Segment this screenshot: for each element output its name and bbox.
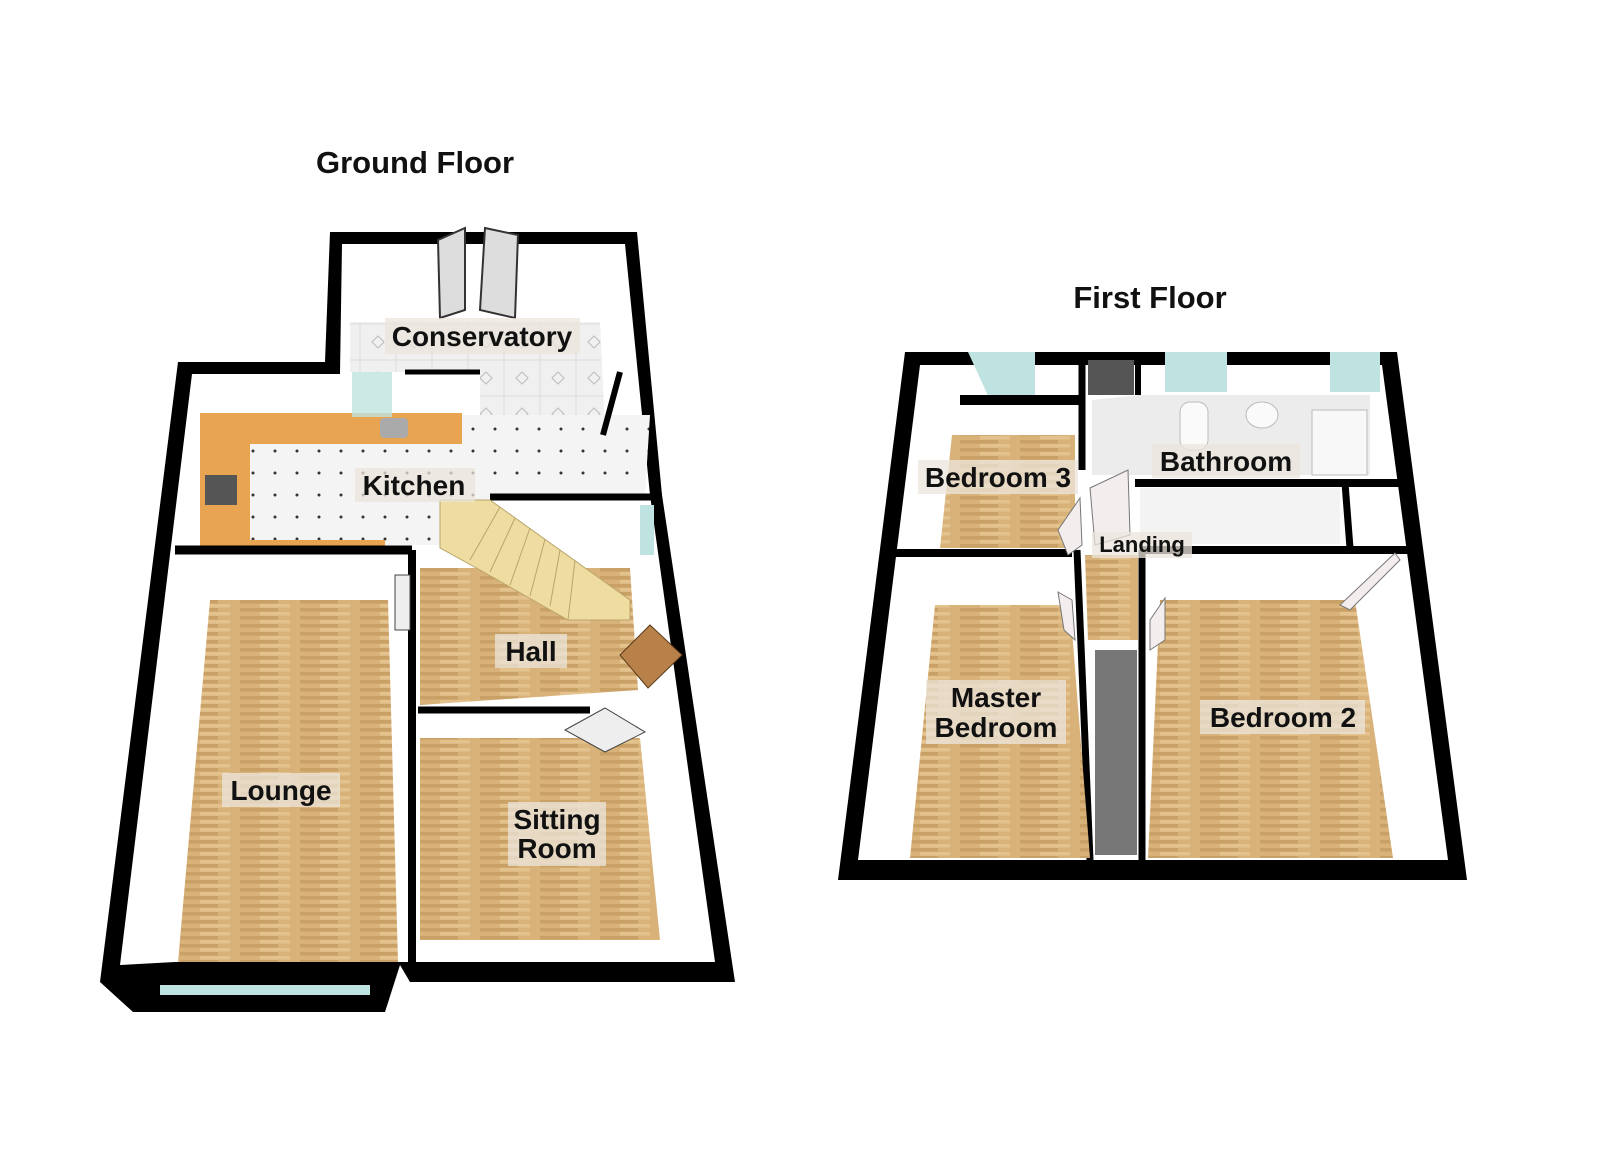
side-window <box>640 505 654 555</box>
room-label-sitting-room-2: Room <box>517 833 596 864</box>
ground-floor: Ground Floor <box>100 145 735 1012</box>
bay-window <box>160 985 370 995</box>
sink-icon <box>380 418 408 438</box>
room-label-master-2: Bedroom <box>935 712 1058 743</box>
first-floor-title: First Floor <box>1073 280 1226 315</box>
bedroom2-door[interactable] <box>1149 596 1166 651</box>
toilet-icon <box>1179 401 1209 451</box>
first-floor: First Floor Bedroom <box>838 280 1467 880</box>
room-label-master-1: Master <box>951 682 1041 713</box>
room-label-conservatory: Conservatory <box>392 321 573 352</box>
french-door-left[interactable] <box>436 226 466 320</box>
bathroom-window-2 <box>1330 352 1380 392</box>
glass-screen <box>352 372 392 417</box>
bath-tub <box>1311 409 1368 476</box>
wardrobe <box>1095 650 1137 855</box>
bedroom3-door[interactable] <box>1057 496 1083 556</box>
hob-icon <box>205 475 237 505</box>
room-label-lounge: Lounge <box>230 775 331 806</box>
room-label-landing: Landing <box>1099 532 1185 557</box>
bathroom-window-1 <box>1165 352 1227 392</box>
room-label-bedroom3: Bedroom 3 <box>925 462 1071 493</box>
front-door[interactable] <box>619 624 683 689</box>
room-label-kitchen: Kitchen <box>363 470 466 501</box>
landing-floor <box>1085 555 1138 640</box>
master-bedroom-door[interactable] <box>1057 591 1076 642</box>
french-door-right[interactable] <box>478 226 520 320</box>
bedroom3-window <box>968 352 1035 400</box>
room-label-bedroom2: Bedroom 2 <box>1210 702 1356 733</box>
bedroom2-wardrobe-door[interactable] <box>1339 552 1401 611</box>
lounge-door[interactable] <box>394 574 411 631</box>
room-label-bathroom: Bathroom <box>1160 446 1292 477</box>
kitchen-counter <box>200 413 462 547</box>
ground-floor-title: Ground Floor <box>316 145 514 180</box>
room-label-hall: Hall <box>505 636 556 667</box>
basin-icon <box>1245 401 1279 429</box>
room-label-sitting-room-1: Sitting <box>513 804 600 835</box>
sitting-room-door[interactable] <box>563 707 647 753</box>
